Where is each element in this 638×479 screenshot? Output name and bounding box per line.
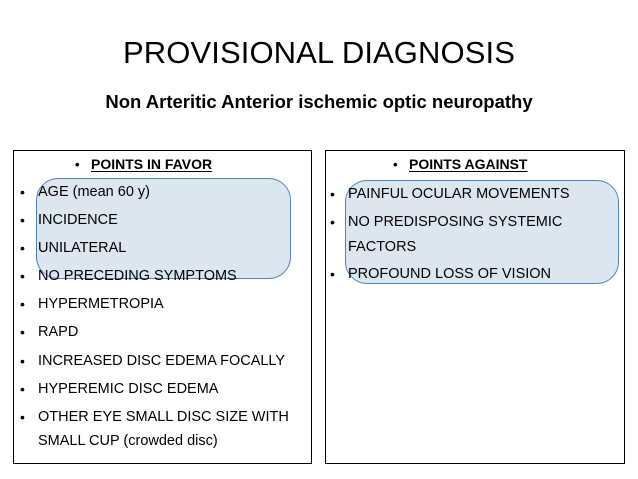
bullet-icon: • [20, 268, 25, 285]
list-item-label: NO PRECEDING SYMPTOMS [38, 268, 237, 285]
column-header-points-against: • POINTS AGAINST [393, 155, 528, 174]
list-item: • PROFOUND LOSS OF VISION [326, 262, 622, 287]
column-header-label: POINTS IN FAVOR [91, 156, 213, 172]
list-item: • UNILATERAL [16, 236, 308, 261]
list-item-label: INCIDENCE [38, 212, 118, 229]
list-item-label: RAPD [38, 324, 79, 341]
bullet-icon: • [20, 324, 25, 341]
list-points-in-favor: • AGE (mean 60 y) • INCIDENCE • UNILATER… [16, 180, 308, 458]
list-item-label: PAINFUL OCULAR MOVEMENTS [348, 186, 570, 202]
bullet-icon: • [20, 408, 25, 425]
page-subtitle: Non Arteritic Anterior ischemic optic ne… [105, 91, 533, 112]
list-item: • OTHER EYE SMALL DISC SIZE WITH SMALL C… [16, 405, 308, 454]
bullet-icon: • [20, 184, 25, 200]
bullet-icon: • [330, 266, 335, 283]
list-item-label: PROFOUND LOSS OF VISION [348, 266, 552, 283]
bullet-icon: • [330, 213, 335, 230]
bullet-icon: • [20, 296, 25, 313]
bullet-icon: • [20, 212, 25, 229]
bullet-icon: • [330, 186, 335, 202]
list-item: • AGE (mean 60 y) [16, 180, 308, 205]
list-item: • INCREASED DISC EDEMA FOCALLY [16, 349, 308, 374]
bullet-icon: • [20, 380, 25, 397]
list-item: • HYPERMETROPIA [16, 292, 308, 317]
list-item: • RAPD [16, 320, 308, 345]
list-item-label: UNILATERAL [38, 240, 127, 257]
list-item: • HYPEREMIC DISC EDEMA [16, 377, 308, 402]
list-item-label: HYPERMETROPIA [38, 296, 164, 313]
list-points-against: • PAINFUL OCULAR MOVEMENTS • NO PREDISPO… [326, 182, 622, 290]
column-header-points-in-favor: • POINTS IN FAVOR [75, 155, 212, 174]
list-item-label: HYPEREMIC DISC EDEMA [38, 380, 219, 397]
bullet-icon: • [20, 240, 25, 257]
bullet-icon: • [393, 157, 398, 172]
bullet-icon: • [75, 157, 80, 172]
list-item: • PAINFUL OCULAR MOVEMENTS [326, 182, 622, 207]
page-title: PROVISIONAL DIAGNOSIS [123, 35, 515, 70]
list-item-label: AGE (mean 60 y) [38, 184, 151, 200]
list-item-label: OTHER EYE SMALL DISC SIZE WITH SMALL CUP… [38, 408, 289, 450]
list-item: • NO PRECEDING SYMPTOMS [16, 264, 308, 289]
bullet-icon: • [20, 352, 25, 369]
list-item: • INCIDENCE [16, 208, 308, 233]
highlight-box-points-in-favor [36, 178, 291, 279]
column-header-label: POINTS AGAINST [409, 156, 528, 172]
highlight-box-points-against [345, 180, 619, 284]
list-item-label: NO PREDISPOSING SYSTEMIC FACTORS [348, 213, 563, 255]
list-item: • NO PREDISPOSING SYSTEMIC FACTORS [326, 210, 622, 259]
list-item-label: INCREASED DISC EDEMA FOCALLY [38, 352, 286, 369]
